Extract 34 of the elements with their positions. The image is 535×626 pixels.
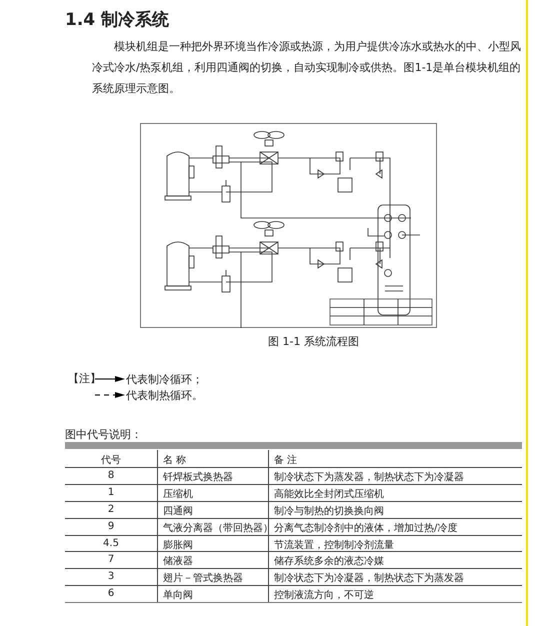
table-cell-text: 储液器 bbox=[163, 554, 193, 568]
section-heading: 1.4 制冷系统 bbox=[65, 9, 170, 31]
table-cell-text: 储存系统多余的液态冷媒 bbox=[274, 554, 384, 568]
table-cell-text: 3 bbox=[106, 571, 116, 582]
table-cell-text: 1 bbox=[106, 486, 116, 498]
table-cell-text: 制冷与制热的切换换向阀 bbox=[274, 504, 384, 518]
table-cell-text: 7 bbox=[106, 554, 116, 566]
table-cell-text: 名 称 bbox=[163, 454, 186, 467]
note-label: 【注】 bbox=[68, 371, 101, 386]
table-cell-text: 高能效比全封闭式压缩机 bbox=[274, 488, 384, 501]
table-cell-text: 压缩机 bbox=[163, 488, 193, 501]
table-cell-text: 四通阀 bbox=[163, 504, 193, 518]
table-cell-text: 9 bbox=[106, 520, 116, 532]
table-cell-text: 节流装置，控制制冷剂流量 bbox=[274, 538, 394, 552]
body-paragraph: 模块机组是一种把外界环境当作冷源或热源，为用户提供冷冻水或热水的中、小型风冷式冷水/热泵机组，利用四通阀的切换，自动实现制冷或供热。图1-1是单台模块机组的系统原理示意图。 bbox=[92, 39, 522, 97]
table-cell-text: 制冷状态下为蒸发器，制热状态下为冷凝器 bbox=[274, 470, 464, 484]
table-cell-text: 气液分离器（带回热器） bbox=[163, 522, 273, 535]
table-caption: 图中代号说明： bbox=[65, 427, 142, 442]
table-cell-text: 膨胀阀 bbox=[163, 538, 193, 552]
figure-caption: 图 1-1 系统流程图 bbox=[268, 334, 359, 349]
table-cell-text: 翅片－管式换热器 bbox=[163, 572, 243, 586]
table-cell-text: 制冷状态下为冷凝器，制热状态下为蒸发器 bbox=[274, 572, 464, 586]
table-cell-text: 6 bbox=[106, 588, 116, 600]
table-cell-text: 4.5 bbox=[102, 538, 120, 548]
table-cell-text: 8 bbox=[106, 470, 116, 481]
legend-text: 代表制热循环。 bbox=[126, 388, 203, 403]
table-cell-text: 2 bbox=[106, 504, 116, 515]
table-cell-text: 单向阀 bbox=[163, 588, 193, 602]
table-cell-text: 备 注 bbox=[274, 454, 298, 467]
legend-text: 代表制冷循环； bbox=[126, 372, 203, 387]
table-cell-text: 控制液流方向，不可逆 bbox=[274, 588, 374, 602]
table-cell-text: 钎焊板式换热器 bbox=[163, 470, 233, 484]
table-cell-text: 代号 bbox=[100, 454, 122, 467]
table-cell-text: 分离气态制冷剂中的液体，增加过热/冷度 bbox=[274, 522, 458, 535]
